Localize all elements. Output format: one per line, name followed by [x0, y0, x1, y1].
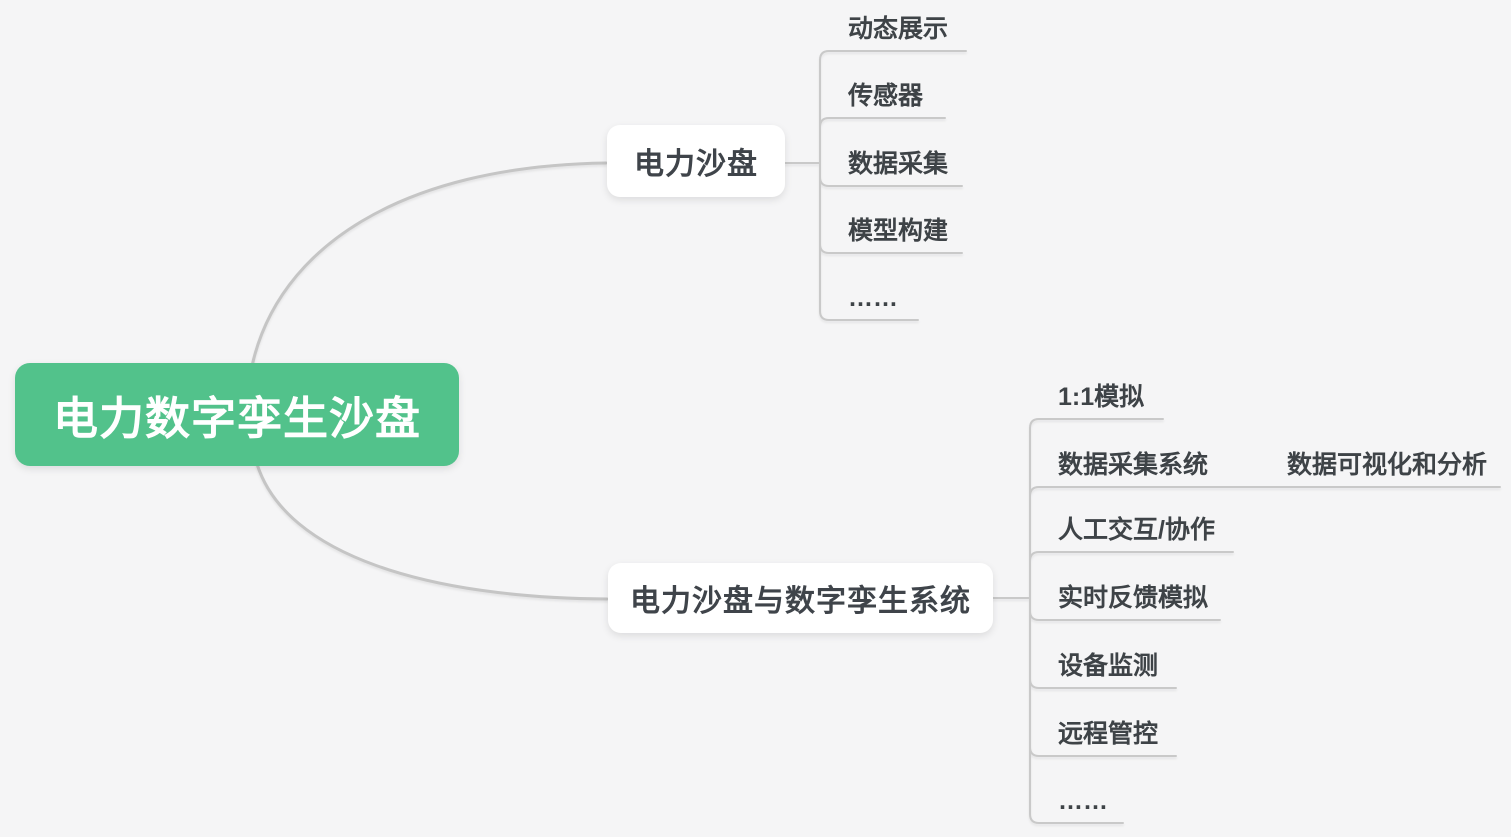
curve-root-to-branch2 [255, 462, 609, 601]
subtopic-data-collection[interactable]: 数据采集 [848, 150, 949, 178]
branch1-underline-5 [819, 310, 919, 321]
subtopic-realtime-feedback-simulation[interactable]: 实时反馈模拟 [1058, 584, 1209, 612]
branch1-underline-3 [819, 176, 963, 187]
subtopic-equipment-monitoring[interactable]: 设备监测 [1058, 652, 1159, 680]
subtopic-ellipsis-top[interactable]: …… [848, 284, 898, 312]
subtopic-model-building[interactable]: 模型构建 [848, 217, 949, 245]
subtopic-remote-control[interactable]: 远程管控 [1058, 720, 1159, 748]
subtopic-data-collection-system[interactable]: 数据采集系统 [1058, 451, 1209, 479]
branch2-underline-2 [1029, 486, 1501, 497]
branch1-underline-2 [819, 117, 946, 128]
branch2-underline-1 [1029, 418, 1164, 429]
subtopic-dynamic-display[interactable]: 动态展示 [848, 15, 949, 43]
main-topic-sandbox-digital-twin-system[interactable]: 电力沙盘与数字孪生系统 [608, 563, 993, 633]
subtopic-human-interaction-collaboration[interactable]: 人工交互/协作 [1058, 516, 1215, 544]
branch2-underline-3 [1029, 551, 1234, 562]
curve-root-to-branch1 [250, 161, 608, 368]
subtopic-ellipsis-bottom[interactable]: …… [1058, 787, 1108, 815]
branch2-underline-7 [1029, 813, 1124, 824]
subtopic-data-visualization-analysis[interactable]: 数据可视化和分析 [1287, 451, 1488, 479]
subtopic-1to1-simulation[interactable]: 1:1模拟 [1058, 383, 1145, 411]
branch1-underline-4 [819, 243, 963, 254]
main-topic-power-sandbox[interactable]: 电力沙盘 [607, 125, 785, 197]
branch2-underline-4 [1029, 610, 1221, 621]
branch1-underline-1 [819, 50, 967, 61]
subtopic-sensors[interactable]: 传感器 [848, 82, 924, 110]
root-topic[interactable]: 电力数字孪生沙盘 [15, 363, 459, 466]
branch2-underline-6 [1029, 746, 1177, 757]
branch2-underline-5 [1029, 678, 1177, 689]
